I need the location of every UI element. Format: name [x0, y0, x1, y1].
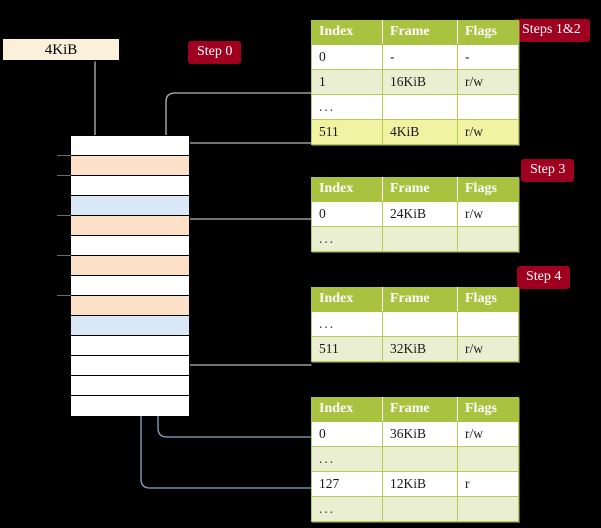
- cell-flags: r: [457, 471, 519, 497]
- cell-flags: r/w: [457, 336, 519, 362]
- column-header-flags: Flags: [457, 177, 519, 202]
- table-row[interactable]: ...: [311, 446, 519, 472]
- cell-frame: [382, 496, 458, 522]
- cell-index: ...: [311, 226, 383, 252]
- column-header-frame: Frame: [382, 20, 458, 45]
- column-header-frame: Frame: [382, 287, 458, 312]
- memory-frame-6: [71, 256, 189, 276]
- table-row[interactable]: 0--: [311, 44, 519, 70]
- column-header-index: Index: [311, 287, 383, 312]
- memory-frame-12: [71, 376, 189, 396]
- cell-flags: r/w: [457, 201, 519, 227]
- memory-frame-4: [71, 216, 189, 236]
- cell-index: 0: [311, 44, 383, 70]
- table-row[interactable]: ...: [311, 94, 519, 120]
- memory-frame-7: [71, 276, 189, 296]
- cell-frame: [382, 311, 458, 337]
- column-header-frame: Frame: [382, 397, 458, 422]
- wire-t1r1-to-memory: [165, 92, 312, 144]
- cell-flags: [457, 496, 519, 522]
- cell-flags: [457, 94, 519, 120]
- memory-frame-1-tick: [57, 155, 71, 156]
- column-header-index: Index: [311, 20, 383, 45]
- memory-frame-5: [71, 236, 189, 256]
- memory-frame-13: [71, 396, 189, 416]
- wire-t2r0-to-memory: [175, 218, 312, 260]
- cell-index: 1: [311, 69, 383, 95]
- badge-step-4: Step 4: [517, 266, 571, 289]
- cell-flags: -: [457, 44, 519, 70]
- memory-frame-2-tick: [57, 175, 71, 176]
- column-header-flags: Flags: [457, 20, 519, 45]
- cell-frame: [382, 94, 458, 120]
- memory-frame-11: [71, 356, 189, 376]
- table-row[interactable]: ...: [311, 496, 519, 522]
- cell-flags: [457, 446, 519, 472]
- cell-frame: [382, 226, 458, 252]
- badge-step-3: Step 3: [521, 159, 575, 182]
- cell-index: 0: [311, 421, 383, 447]
- cell-index: 127: [311, 471, 383, 497]
- badge-steps-1-2: Steps 1&2: [513, 19, 590, 42]
- memory-frame-10: [71, 336, 189, 356]
- cell-frame: 36KiB: [382, 421, 458, 447]
- cell-frame: -: [382, 44, 458, 70]
- memory-frame-9: [71, 316, 189, 336]
- memory-frame-6-tick: [57, 255, 71, 256]
- memory-frame-3: [71, 196, 189, 216]
- table-row[interactable]: ...: [311, 311, 519, 337]
- cell-index: ...: [311, 496, 383, 522]
- memory-frame-1: [71, 156, 189, 176]
- cell-index: 511: [311, 336, 383, 362]
- memory-frame-4-tick: [57, 215, 71, 216]
- cell-frame: 16KiB: [382, 69, 458, 95]
- cell-flags: r/w: [457, 421, 519, 447]
- cell-frame: 12KiB: [382, 471, 458, 497]
- cell-flags: r/w: [457, 119, 519, 145]
- cell-flags: [457, 226, 519, 252]
- cell-index: 0: [311, 201, 383, 227]
- cell-frame: 4KiB: [382, 119, 458, 145]
- cell-index: 511: [311, 119, 383, 145]
- column-header-frame: Frame: [382, 177, 458, 202]
- memory-frame-8-tick: [57, 295, 71, 296]
- cell-index: ...: [311, 311, 383, 337]
- source-frame-box: 4KiB: [2, 38, 120, 61]
- cell-index: ...: [311, 94, 383, 120]
- cell-flags: r/w: [457, 69, 519, 95]
- table-row[interactable]: ...: [311, 226, 519, 252]
- memory-frame-8: [71, 296, 189, 316]
- cell-index: ...: [311, 446, 383, 472]
- memory-frame-2: [71, 176, 189, 196]
- column-header-index: Index: [311, 177, 383, 202]
- column-header-flags: Flags: [457, 397, 519, 422]
- wire-t3r511-to-memory: [169, 302, 312, 366]
- wire-t1r511-to-memory: [175, 142, 312, 204]
- memory-frame-0: [71, 136, 189, 156]
- badge-step-0: Step 0: [188, 41, 242, 64]
- column-header-flags: Flags: [457, 287, 519, 312]
- cell-frame: [382, 446, 458, 472]
- cell-flags: [457, 311, 519, 337]
- column-header-index: Index: [311, 397, 383, 422]
- cell-frame: 32KiB: [382, 336, 458, 362]
- physical-memory-column: [70, 135, 190, 416]
- cell-frame: 24KiB: [382, 201, 458, 227]
